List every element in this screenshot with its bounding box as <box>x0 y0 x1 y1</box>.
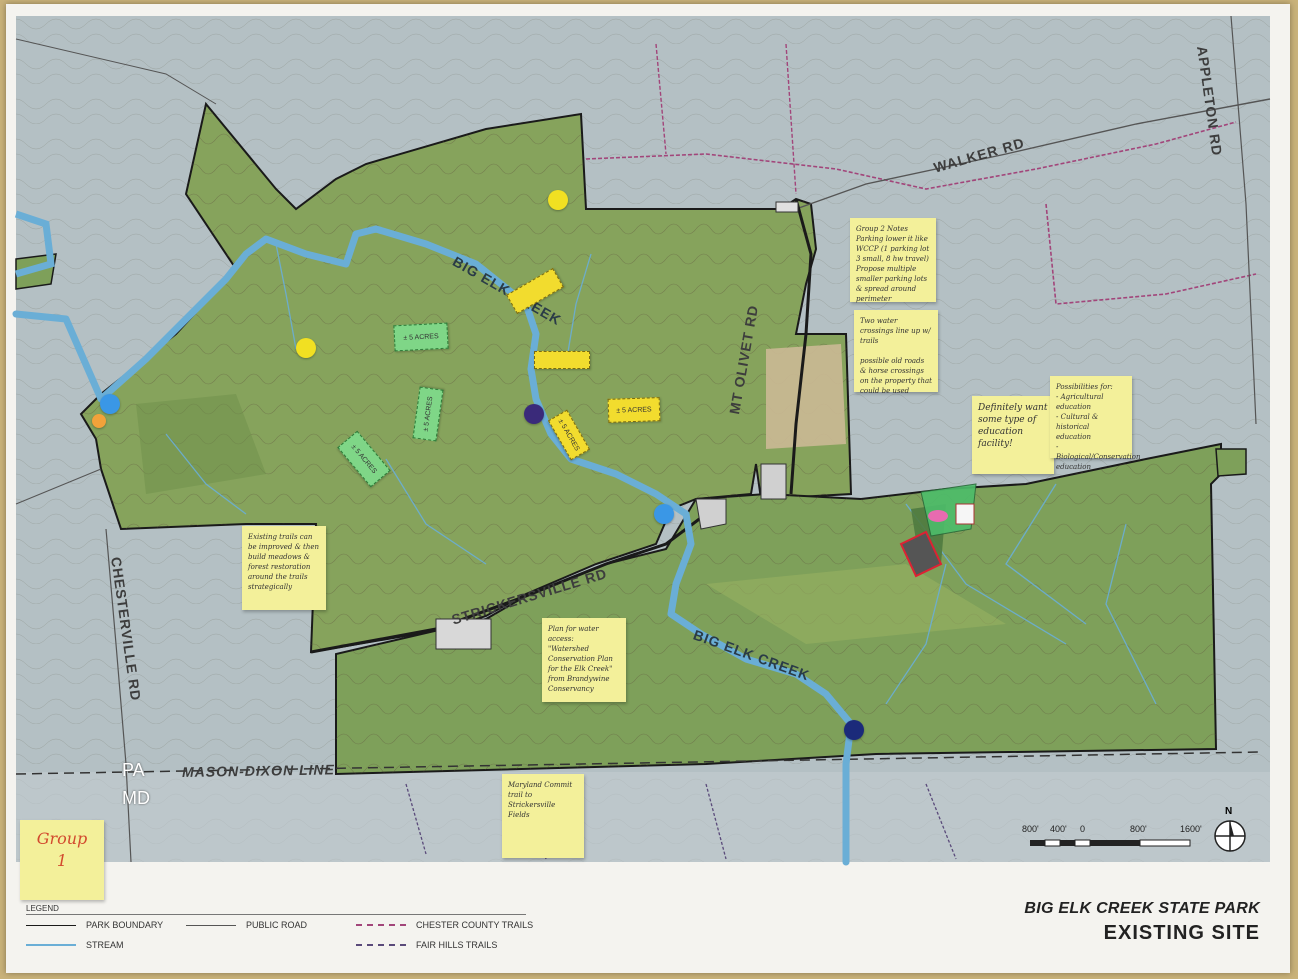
stream-big-elk-creek <box>12 225 855 866</box>
chester-county-trail-2 <box>1045 203 1257 305</box>
marker-navy-dot-1 <box>524 404 544 424</box>
road-mt-olivet <box>789 198 813 495</box>
sheet-title: EXISTING SITE <box>1103 922 1260 944</box>
road-appleton <box>1230 15 1257 425</box>
site-map <box>12 15 1271 866</box>
fair-hills-trail <box>405 783 957 860</box>
public-road-swatch <box>186 924 236 926</box>
note-group2-parking: Group 2 Notes Parking lower it like WCCP… <box>850 218 936 303</box>
scale-label-5: 1600' <box>1180 824 1202 834</box>
marker-yellow-dot-1 <box>548 190 568 210</box>
note-existing-trails: Existing trails can be improved & then b… <box>242 526 326 610</box>
marker-orange-dot <box>92 414 106 428</box>
scale-label-2: 400' <box>1050 824 1067 834</box>
note-water-crossings: Two water crossings line up w/ trails po… <box>854 310 938 395</box>
map-poster: WALKER RD APPLETON RD MT OLIVET RD STRIC… <box>6 4 1290 973</box>
marker-navy-dot-2 <box>844 720 864 740</box>
north-label: N <box>1225 806 1233 817</box>
acre-sticky-4: ± 5 ACRES <box>607 397 661 423</box>
compass-icon <box>1214 820 1246 852</box>
legend-item-public-road: PUBLIC ROAD <box>186 920 307 930</box>
north-arrow: N <box>1212 806 1248 852</box>
marker-yellow-dot-2 <box>296 338 316 358</box>
scale-label-1: 800' <box>1022 824 1039 834</box>
scale-label-4: 800' <box>1130 824 1147 834</box>
road-strickersville <box>310 512 707 654</box>
scale-label-3: 0 <box>1080 824 1086 834</box>
acre-sticky-1: ± 5 ACRES <box>393 322 449 352</box>
note-possibilities: Possibilities for: - Agricultural educat… <box>1050 376 1141 471</box>
note-maryland: Maryland Commit trail to Strickersville … <box>502 774 584 858</box>
note-water-access: Plan for water access: "Watershed Conser… <box>542 618 626 702</box>
label-pa: PA <box>122 760 145 780</box>
legend-item-park-boundary: PARK BOUNDARY <box>26 920 163 930</box>
park-boundary-swatch <box>26 924 76 926</box>
fair-hills-swatch <box>356 944 406 946</box>
chester-county-trail-1 <box>585 121 1237 190</box>
legend-title: LEGEND <box>26 904 59 913</box>
park-title: BIG ELK CREEK STATE PARK <box>1024 900 1260 917</box>
park-boundary-small-east <box>1215 448 1247 477</box>
chester-trails-swatch <box>356 924 406 926</box>
label-mason-dixon-line: MASON-DIXON LINE <box>181 761 336 780</box>
legend-item-stream: STREAM <box>26 940 124 950</box>
stream-swatch <box>26 944 76 946</box>
note-group-1: Group 1 <box>20 820 104 900</box>
marker-blue-dot-1 <box>100 394 120 414</box>
label-md: MD <box>122 788 150 808</box>
legend-item-chester-county-trails: CHESTER COUNTY TRAILS <box>356 920 533 930</box>
road-walker <box>795 98 1271 210</box>
title-block: BIG ELK CREEK STATE PARK EXISTING SITE <box>1024 900 1260 945</box>
marker-yellow-tag-2 <box>534 351 590 369</box>
marker-blue-dot-2 <box>654 504 674 524</box>
note-education: Definitely want some type of education f… <box>972 396 1054 474</box>
road-chesterville <box>105 528 132 863</box>
scale-bar-graphic <box>1030 839 1191 847</box>
legend-item-fair-hills-trails: FAIR HILLS TRAILS <box>356 940 497 950</box>
stream-west-loop <box>14 210 55 278</box>
